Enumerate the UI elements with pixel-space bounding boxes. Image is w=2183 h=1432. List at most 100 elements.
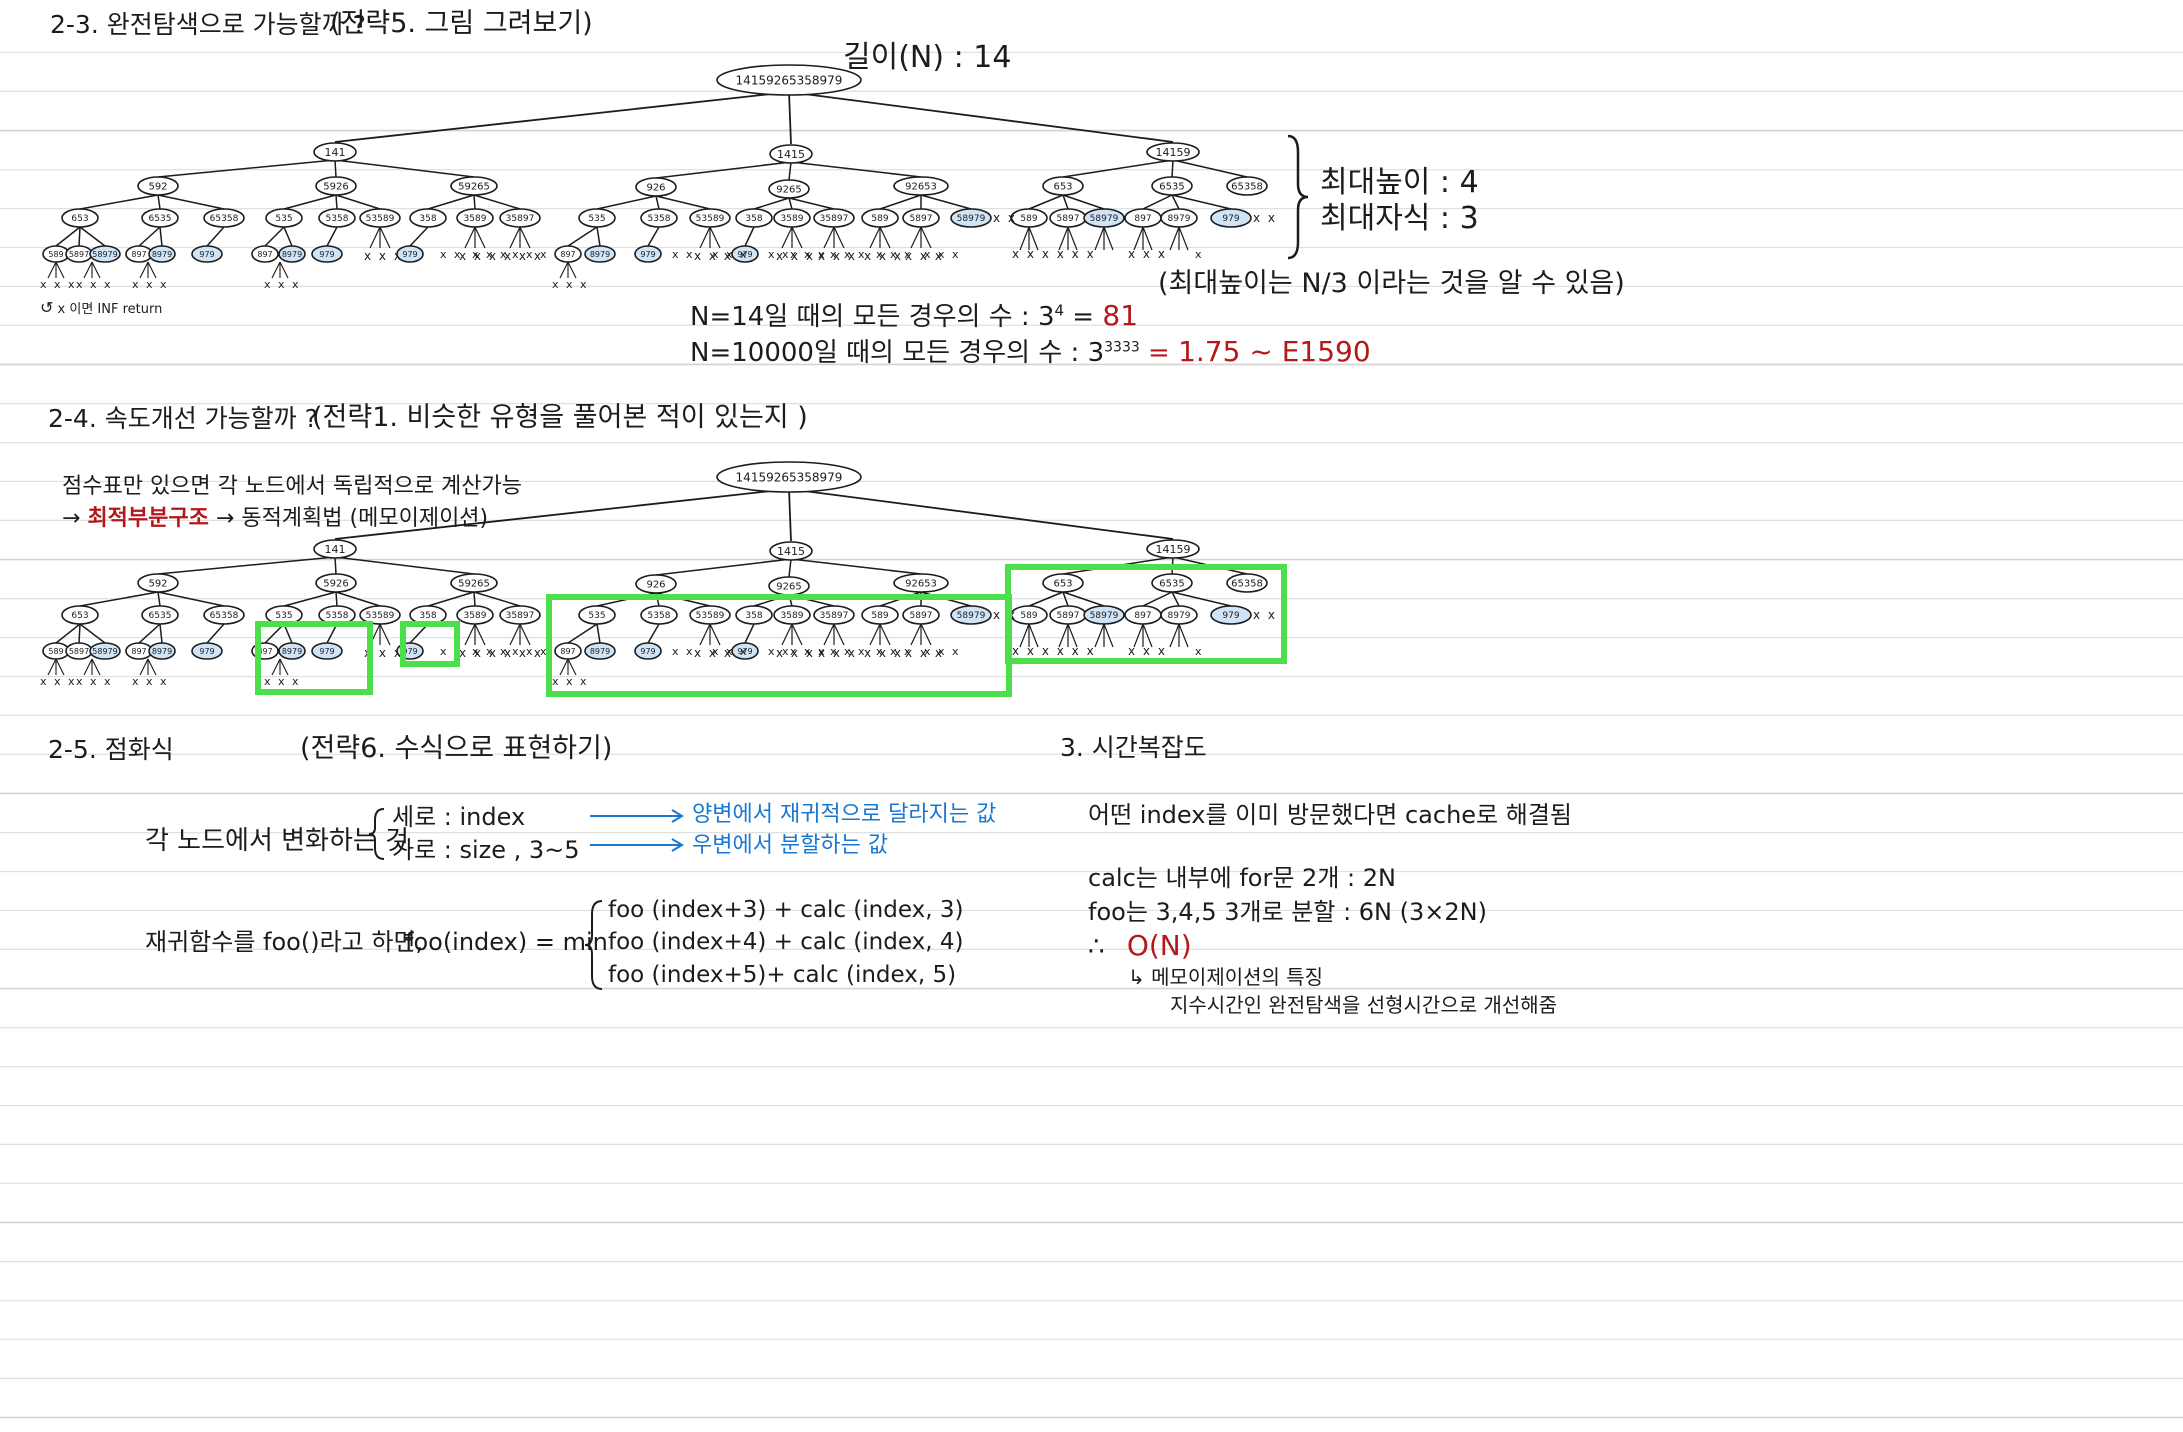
tree-edge bbox=[157, 159, 336, 178]
tree-edge bbox=[910, 226, 922, 249]
tree-edge bbox=[1172, 159, 1248, 178]
tree-edge bbox=[647, 226, 660, 247]
green-box bbox=[1005, 564, 1287, 664]
node-label: 358 bbox=[419, 611, 436, 621]
x-marks: x x bbox=[993, 211, 1017, 225]
foo-case-4: foo (index+4) + calc (index, 4) bbox=[608, 929, 964, 955]
tree-edge bbox=[264, 226, 285, 247]
x-marks: x x x bbox=[264, 675, 301, 688]
tree-edge bbox=[271, 658, 281, 676]
tree-edge bbox=[1142, 226, 1153, 251]
tree-edge bbox=[55, 261, 65, 279]
tree-edge bbox=[334, 556, 337, 575]
x-marks: x x x bbox=[1128, 644, 1167, 658]
tree-node: 65358 bbox=[203, 605, 245, 625]
vertical-note: 양변에서 재귀적으로 달라지는 값 bbox=[692, 802, 997, 827]
tree-node: 979 bbox=[191, 245, 223, 263]
x-marks: x x x bbox=[818, 249, 857, 263]
tree-edge bbox=[788, 91, 1174, 143]
node-label: 5926 bbox=[323, 579, 348, 590]
foo-lhs: foo(index) = min bbox=[405, 928, 608, 956]
tree-edge bbox=[326, 623, 338, 644]
node-label: 53589 bbox=[696, 214, 725, 224]
tree-edge bbox=[138, 226, 161, 247]
tree-edge bbox=[1133, 623, 1144, 648]
section-3-heading: 3. 시간복잡도 bbox=[1060, 733, 1207, 762]
node-ellipse bbox=[1226, 573, 1268, 593]
tree-edge bbox=[55, 658, 65, 676]
node-label: 6535 bbox=[1159, 579, 1184, 590]
node-ellipse bbox=[1210, 208, 1252, 228]
tree-edge bbox=[910, 623, 922, 646]
node-label: 979 bbox=[640, 250, 655, 259]
tree-node: 926 bbox=[635, 574, 677, 594]
x-marks: x x bbox=[768, 645, 791, 658]
node-label: 65358 bbox=[1231, 182, 1263, 193]
node-label: 3589 bbox=[464, 214, 487, 224]
tree-edge bbox=[473, 194, 521, 210]
tree-edge bbox=[519, 623, 531, 646]
tree-edge bbox=[790, 558, 922, 575]
length-label: 길이(N) : 14 bbox=[843, 40, 1012, 75]
tree-edge bbox=[788, 91, 792, 145]
tree-edge bbox=[823, 226, 835, 249]
node-label: 6535 bbox=[149, 214, 172, 224]
node-label: 535 bbox=[275, 214, 292, 224]
x-marks: x x x bbox=[924, 248, 961, 261]
node-label: 5358 bbox=[648, 214, 671, 224]
tree-node: 653 bbox=[61, 605, 99, 625]
green-box bbox=[400, 621, 460, 667]
node-label: 653 bbox=[71, 214, 88, 224]
tree-edge bbox=[1028, 226, 1039, 251]
tree-edge bbox=[655, 195, 660, 210]
tree-edge bbox=[264, 623, 285, 644]
cache-note: 어떤 index를 이미 방문했다면 cache로 해결됨 bbox=[1088, 801, 1572, 829]
node-label: 35897 bbox=[820, 611, 849, 621]
tree-edge bbox=[1103, 226, 1114, 251]
node-label: 926 bbox=[646, 580, 665, 591]
tree-node: 58979 bbox=[950, 208, 992, 228]
node-label: 8979 bbox=[282, 647, 302, 656]
tree-node: 8979 bbox=[584, 642, 616, 660]
dynamic-programming: 동적계획법 (메모이제이션) bbox=[241, 506, 489, 531]
tree-edge bbox=[473, 591, 521, 607]
node-label: 58979 bbox=[1090, 611, 1119, 621]
tree-node: 897 bbox=[125, 642, 153, 660]
node-label: 8979 bbox=[1168, 611, 1191, 621]
x-marks: x x x bbox=[472, 645, 509, 658]
node-label: 979 bbox=[199, 647, 214, 656]
tree-node: 35897 bbox=[813, 605, 855, 625]
node-label: 3589 bbox=[781, 611, 804, 621]
tree-node: 14159265358979 bbox=[716, 64, 862, 96]
tree-edge bbox=[369, 226, 381, 249]
tree-node: 9265 bbox=[768, 576, 810, 596]
brace-icon bbox=[368, 808, 385, 860]
node-ellipse bbox=[635, 574, 677, 594]
tree-edge bbox=[920, 623, 932, 646]
node-label: 65358 bbox=[210, 611, 239, 621]
node-label: 897 bbox=[131, 647, 146, 656]
node-label: 979 bbox=[640, 647, 655, 656]
tree-edge bbox=[1094, 226, 1105, 251]
node-label: 5358 bbox=[326, 214, 349, 224]
tree-node: 59265 bbox=[450, 573, 498, 593]
tree-edge bbox=[79, 623, 106, 644]
tree-edge bbox=[1062, 159, 1174, 178]
node-ellipse bbox=[893, 573, 949, 593]
x-marks: x x x bbox=[830, 645, 867, 658]
tree-edge bbox=[596, 195, 657, 210]
x-marks: x x x bbox=[512, 645, 549, 658]
tree-edge bbox=[271, 261, 281, 279]
x-marks: x x bbox=[1253, 608, 1277, 622]
tree-edge bbox=[78, 623, 81, 644]
tree-node: 6535 bbox=[1151, 573, 1193, 593]
node-label: 358 bbox=[745, 214, 762, 224]
node-label: 58979 bbox=[92, 647, 117, 656]
x-marks: x x x bbox=[864, 646, 903, 660]
tree-node: 6535 bbox=[1151, 176, 1193, 196]
node-label: 53589 bbox=[366, 611, 395, 621]
tree-edge bbox=[464, 226, 476, 249]
tree-node: 8979 bbox=[278, 642, 306, 660]
